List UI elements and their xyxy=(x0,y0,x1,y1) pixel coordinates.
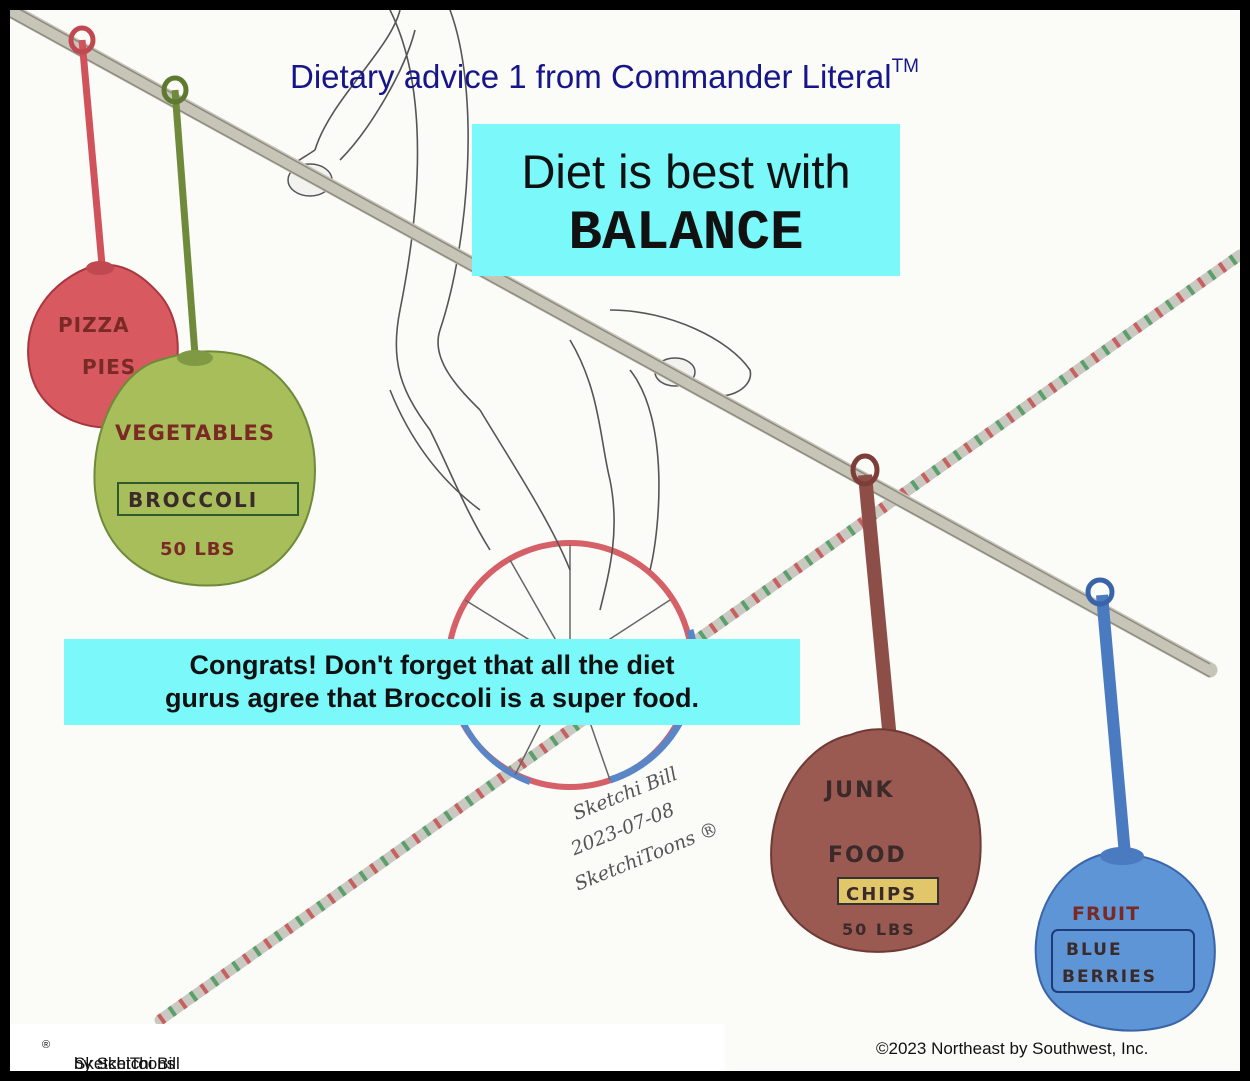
footer-registered-mark: ® xyxy=(42,1039,51,1051)
chips-label: CHIPS xyxy=(846,884,917,905)
fruit-weight: FRUIT BLUE BERRIES xyxy=(1034,577,1216,1032)
figure-outline xyxy=(287,10,752,611)
junk-label-2: FOOD xyxy=(828,843,907,868)
cartoon-drawing: PIZZA PIES VEGETABLES BROCCOLI 50 LBS JU… xyxy=(10,10,1240,1032)
berries-label: BERRIES xyxy=(1062,967,1157,987)
balance-callout-line-2: BALANCE xyxy=(568,201,804,265)
blue-label: BLUE xyxy=(1066,940,1123,960)
balance-pole xyxy=(10,10,1218,678)
tightrope xyxy=(154,249,1240,1026)
cartoon-panel: PIZZA PIES VEGETABLES BROCCOLI 50 LBS JU… xyxy=(10,10,1240,1071)
artist-signature: Sketchi Bill 2023-07-08 SketchiToons ® xyxy=(567,763,722,895)
page-title: Dietary advice 1 from Commander LiteralT… xyxy=(290,56,1110,96)
pizza-label-2: PIES xyxy=(82,355,136,379)
title-text: Dietary advice 1 from Commander Literal xyxy=(290,58,892,95)
junk-weight-label: 50 LBS xyxy=(842,920,916,939)
pizza-label-1: PIZZA xyxy=(58,313,130,337)
tip-callout-line-1: Congrats! Don't forget that all the diet xyxy=(189,650,675,680)
junk-food-weight: JUNK FOOD CHIPS 50 LBS xyxy=(770,453,982,953)
footer-credit: SketchiToons ® by Sketchi Bill xyxy=(10,1024,725,1071)
trademark-mark: TM xyxy=(891,56,919,77)
junk-label-1: JUNK xyxy=(823,778,895,803)
balance-callout: Diet is best with BALANCE xyxy=(472,124,900,276)
footer-author: by Sketchi Bill xyxy=(74,1054,180,1071)
vegetables-label: VEGETABLES xyxy=(115,421,275,445)
footer-copyright: ©2023 Northeast by Southwest, Inc. xyxy=(876,1039,1149,1058)
fruit-label: FRUIT xyxy=(1072,903,1140,925)
vegetables-weight: VEGETABLES BROCCOLI 50 LBS xyxy=(93,75,317,587)
vegetables-weight-label: 50 LBS xyxy=(160,539,235,560)
tip-callout-line-2: gurus agree that Broccoli is a super foo… xyxy=(164,683,700,713)
tip-callout: Congrats! Don't forget that all the diet… xyxy=(64,639,800,725)
broccoli-label: BROCCOLI xyxy=(128,488,258,512)
balance-callout-line-1: Diet is best with xyxy=(521,145,851,198)
footer-brand: SketchiToons xyxy=(74,1054,176,1071)
